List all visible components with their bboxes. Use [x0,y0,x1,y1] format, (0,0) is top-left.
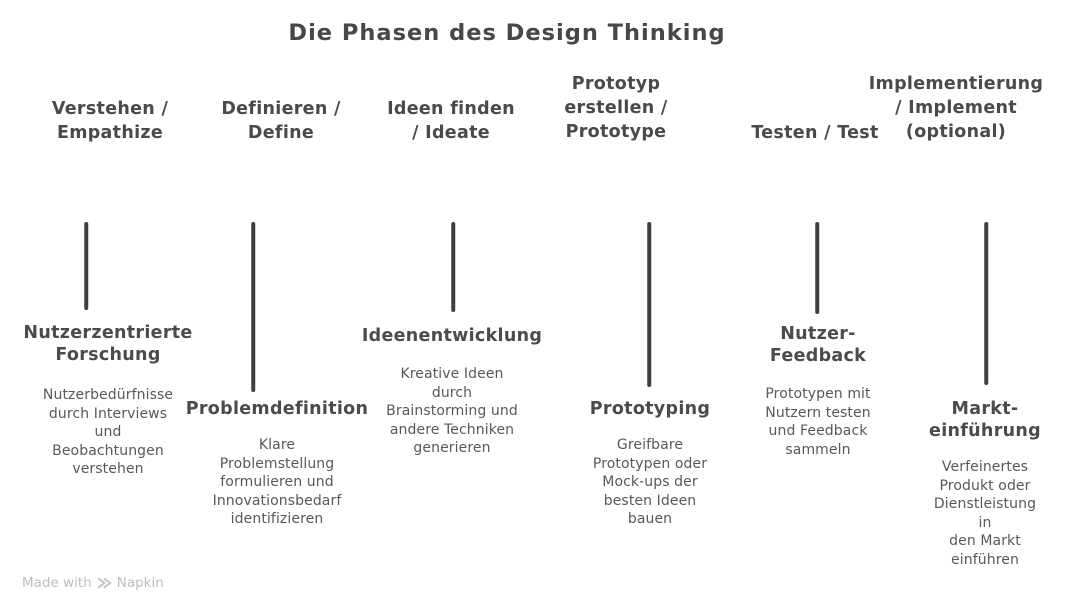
phase-description: Klare Problemstellung formulieren und In… [212,437,342,527]
napkin-logo-icon [97,577,111,589]
phase-header: Ideen finden / Ideate [387,99,515,143]
triple-chevron-arrow-icon [741,163,893,221]
phase-description: Nutzerbedürfnisse durch Interviews und B… [42,387,174,477]
diagram-title: Die Phasen des Design Thinking [288,20,726,46]
connector-line [984,222,988,385]
phase-subtitle: Prototyping [589,399,711,419]
napkin-watermark[interactable]: Made with Napkin [22,575,164,591]
phase-header: Verstehen / Empathize [51,99,169,143]
triple-chevron-arrow-icon [573,163,725,221]
connector-line [815,222,819,314]
triple-chevron-arrow-icon [9,163,161,221]
phase-subtitle: Nutzer- Feedback [769,324,867,366]
phase-description: Verfeinertes Produkt oder Dienstleistung… [933,459,1037,568]
phase-subtitle: Problemdefinition [185,399,369,419]
connector-line [84,222,88,310]
triple-chevron-arrow-icon [909,163,1061,221]
phase-description: Kreative Ideen durch Brainstorming und a… [386,366,518,456]
phase-header: Testen / Test [751,123,879,143]
phase-header: Implementierung / Implement (optional) [868,74,1044,142]
made-with-label: Made with [22,575,92,591]
brand-label: Napkin [116,575,164,591]
phase-header: Prototyp erstellen / Prototype [564,74,668,142]
phase-subtitle: Nutzerzentrierte Forschung [23,323,193,365]
phase-description: Greifbare Prototypen oder Mock-ups der b… [592,437,708,527]
phase-header: Definieren / Define [221,99,341,143]
connector-line [647,222,651,387]
phase-subtitle: Markt- einführung [929,399,1041,441]
triple-chevron-arrow-icon [177,163,329,221]
triple-chevron-arrow-icon [374,163,526,221]
connector-line [251,222,255,392]
phase-description: Prototypen mit Nutzern testen und Feedba… [765,386,871,458]
phase-subtitle: Ideenentwicklung [361,326,543,346]
connector-line [451,222,455,312]
